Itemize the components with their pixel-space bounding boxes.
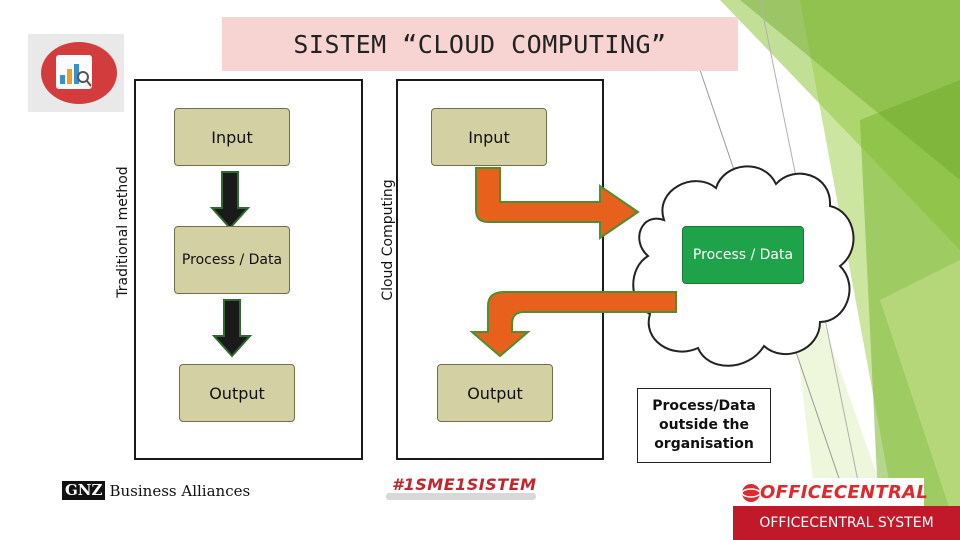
- traditional-method-label: Traditional method: [115, 166, 131, 298]
- left-down-arrow-icon: [470, 291, 677, 358]
- down-arrow-icon: [210, 171, 250, 230]
- traditional-output-box: Output: [179, 364, 295, 422]
- traditional-process-box: Process / Data: [174, 226, 290, 294]
- gnz-text: Business Alliances: [109, 481, 251, 500]
- footer-banner: OFFICECENTRAL SYSTEM: [733, 506, 960, 540]
- down-arrow-icon: [212, 299, 252, 358]
- globe-icon: [741, 484, 761, 502]
- officecentral-logo-bg: [738, 478, 924, 506]
- outside-organisation-note: Process/Data outside the organisation: [637, 388, 771, 463]
- cloud-process-box: Process / Data: [682, 226, 804, 284]
- cloud-computing-label: Cloud Computing: [380, 179, 396, 301]
- right-arrow-icon: [475, 167, 640, 240]
- cloud-computing-panel: [396, 79, 604, 460]
- traditional-method-panel: [134, 79, 363, 460]
- sme-logo-banner: [380, 475, 544, 503]
- traditional-input-box: Input: [174, 108, 290, 166]
- gnz-logo: GNZ Business Alliances: [62, 481, 250, 500]
- cloud-input-box: Input: [431, 108, 547, 166]
- analytics-chart-icon: [56, 55, 92, 89]
- page-title: SISTEM “CLOUD COMPUTING”: [222, 17, 738, 71]
- cloud-output-box: Output: [437, 364, 553, 422]
- sme-logo: #1SME1SISTEM: [392, 475, 537, 494]
- officecentral-logo: OFFICECENTRAL: [760, 482, 929, 503]
- gnz-mark: GNZ: [62, 481, 106, 500]
